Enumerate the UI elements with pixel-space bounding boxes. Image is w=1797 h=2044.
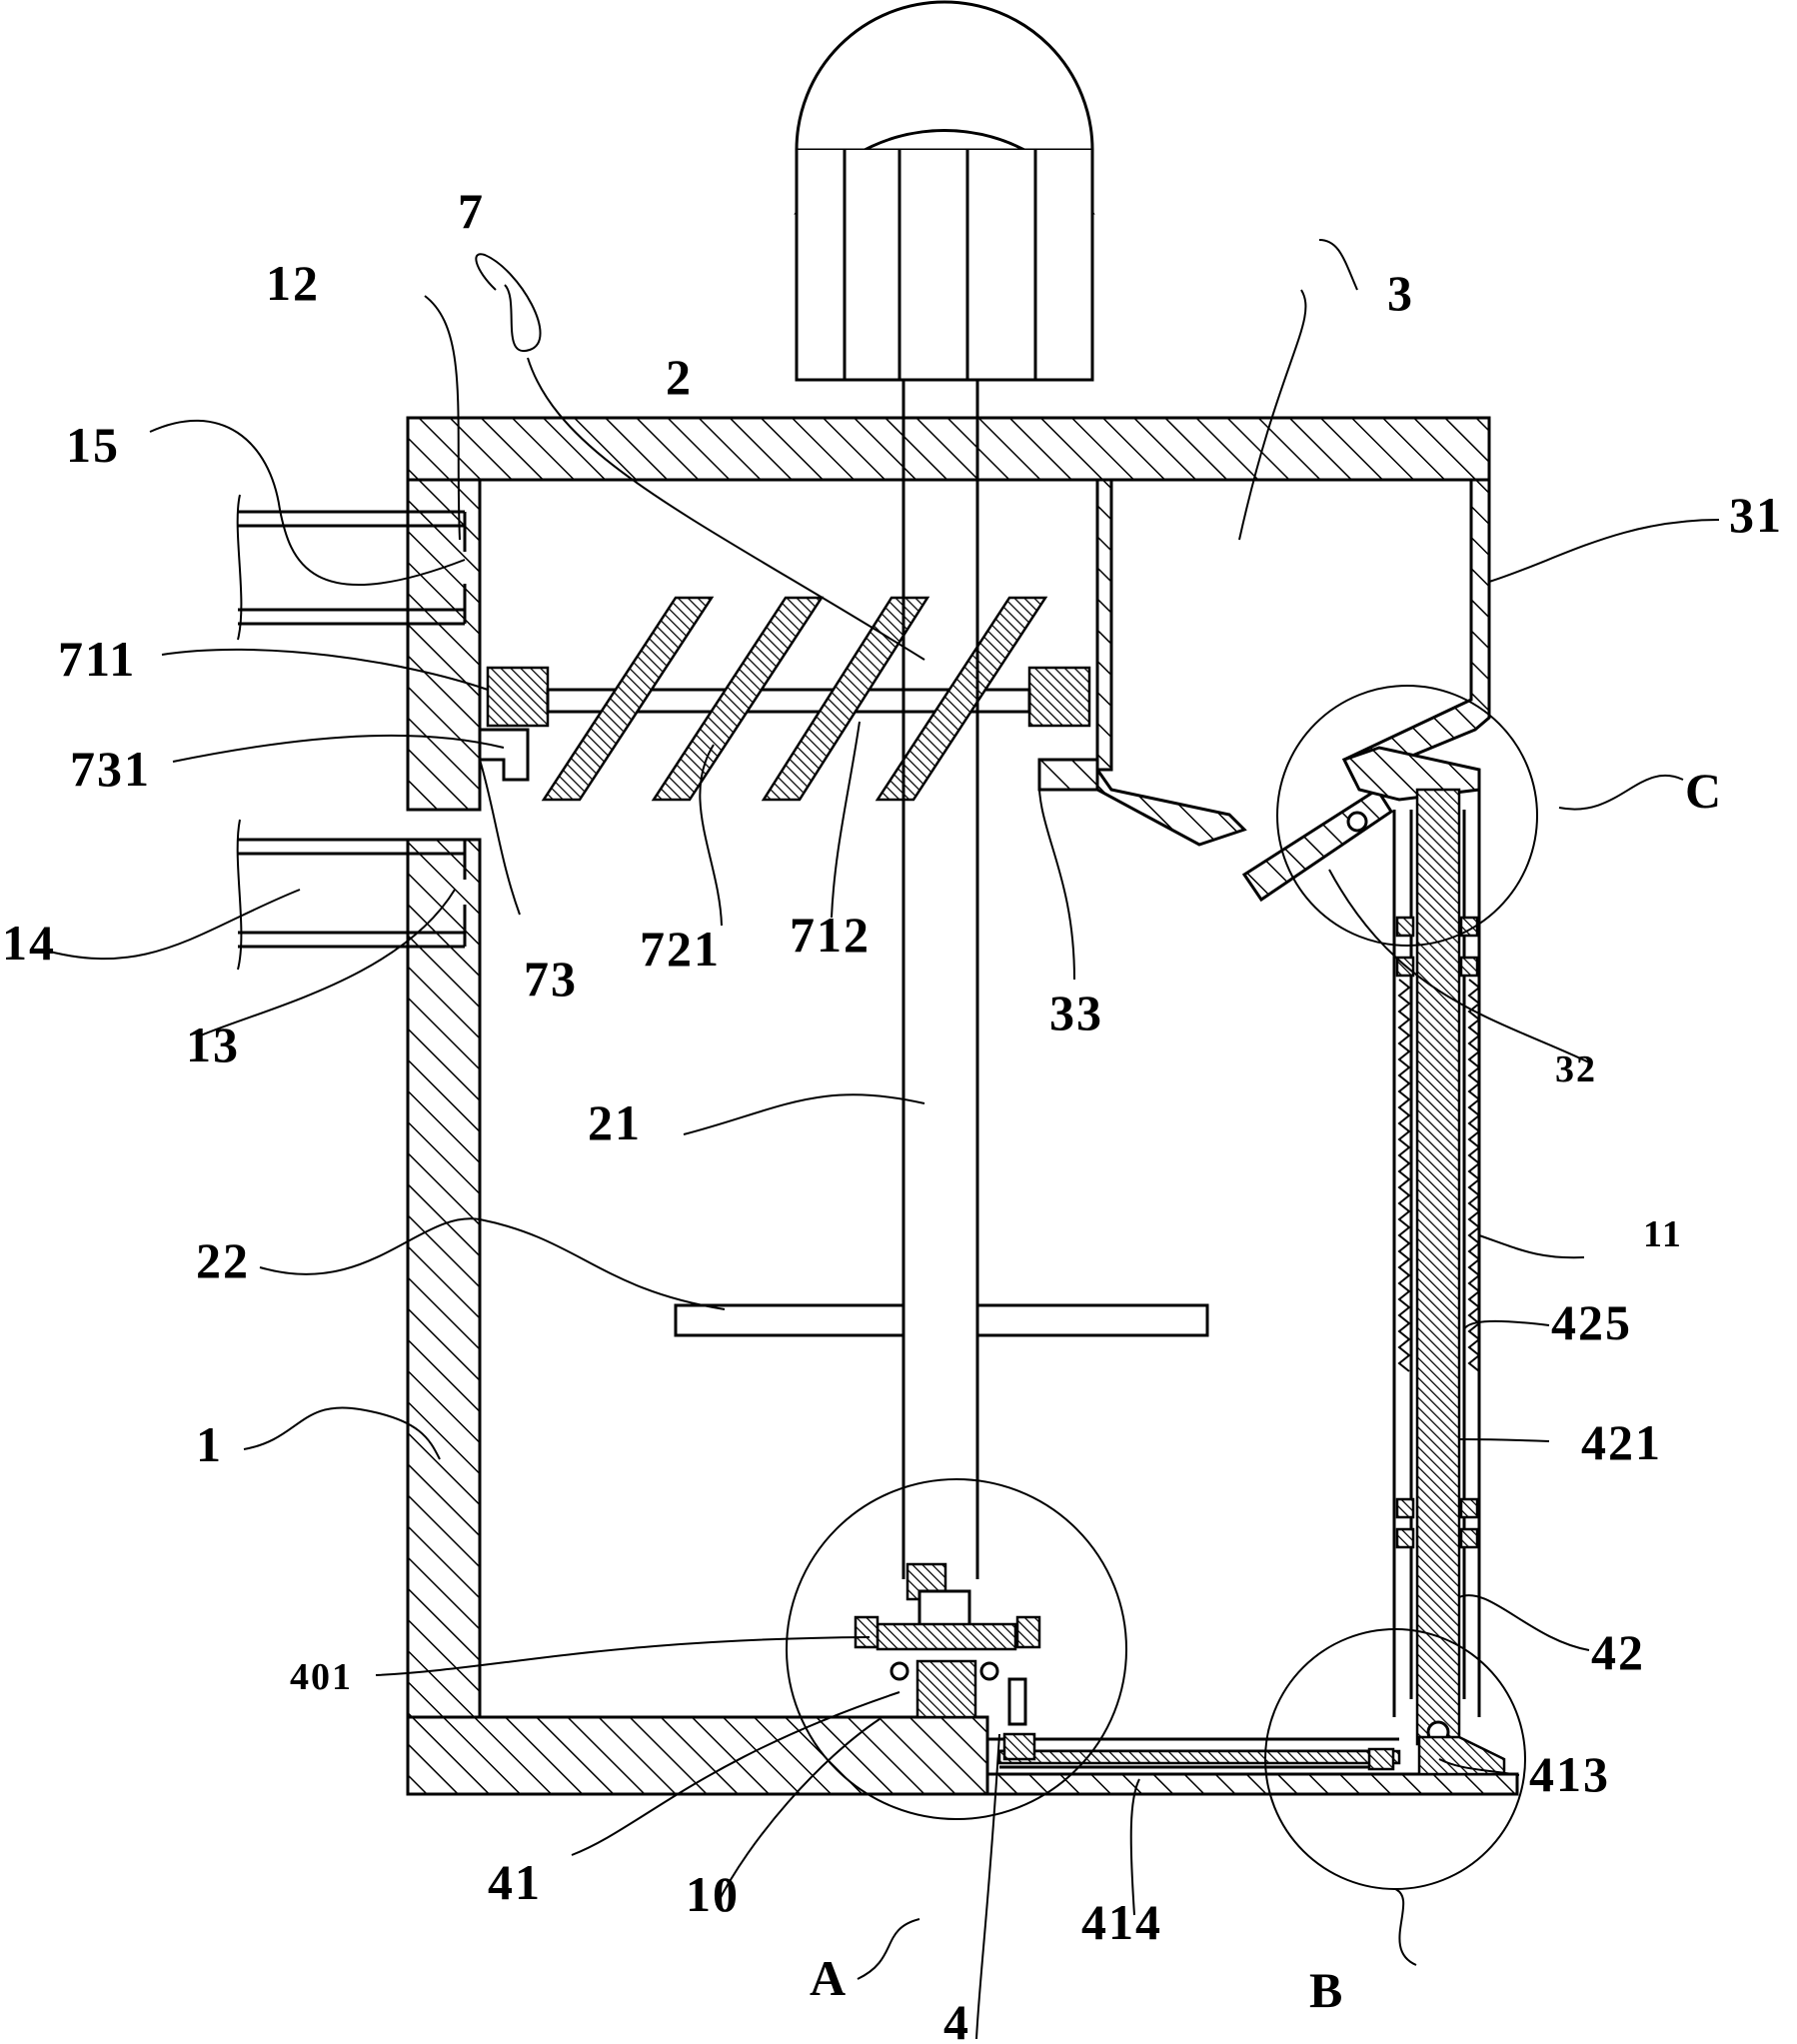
- label-414: 414: [1081, 1894, 1162, 1950]
- label-B: B: [1309, 1962, 1344, 2018]
- filter-assembly: [478, 596, 1091, 802]
- label-1: 1: [196, 1416, 223, 1472]
- label-711: 711: [58, 631, 136, 687]
- label-21: 21: [588, 1094, 642, 1150]
- label-721: 721: [640, 921, 721, 977]
- label-712: 712: [790, 907, 871, 963]
- right-column: [1392, 788, 1481, 1746]
- label-7: 7: [458, 183, 485, 239]
- label-10: 10: [686, 1866, 740, 1922]
- label-C: C: [1685, 763, 1723, 819]
- bottom-mechanism: [854, 1562, 1506, 1776]
- paddle: [674, 1303, 1209, 1337]
- label-31: 31: [1729, 487, 1783, 543]
- label-41: 41: [488, 1854, 542, 1910]
- label-32: 32: [1555, 1048, 1597, 1090]
- side-chamber: [1037, 478, 1491, 903]
- motor: [794, 0, 1095, 382]
- housing: [406, 416, 1519, 1796]
- label-421: 421: [1581, 1414, 1662, 1470]
- label-12: 12: [266, 255, 320, 311]
- label-401: 401: [290, 1656, 353, 1698]
- shaft: [901, 380, 979, 1579]
- label-33: 33: [1049, 985, 1103, 1040]
- inlet-pipes: [236, 494, 467, 971]
- spring: [1397, 979, 1481, 1372]
- label-22: 22: [196, 1232, 250, 1288]
- label-2: 2: [666, 349, 693, 405]
- label-11: 11: [1643, 1213, 1683, 1255]
- label-413: 413: [1529, 1746, 1610, 1802]
- label-731: 731: [70, 741, 151, 797]
- label-A: A: [810, 1950, 848, 2006]
- labels: 1 2 3 4 7 10 11 12 13 14 15 21 22 31 32 …: [2, 183, 1783, 2044]
- label-15: 15: [66, 417, 120, 473]
- label-425: 425: [1551, 1294, 1632, 1350]
- label-73: 73: [524, 951, 578, 1007]
- label-4: 4: [943, 1994, 970, 2044]
- label-42: 42: [1591, 1624, 1645, 1680]
- label-3: 3: [1387, 265, 1414, 321]
- label-13: 13: [186, 1017, 240, 1072]
- label-14: 14: [2, 915, 56, 971]
- leader-lines: [41, 239, 1720, 2040]
